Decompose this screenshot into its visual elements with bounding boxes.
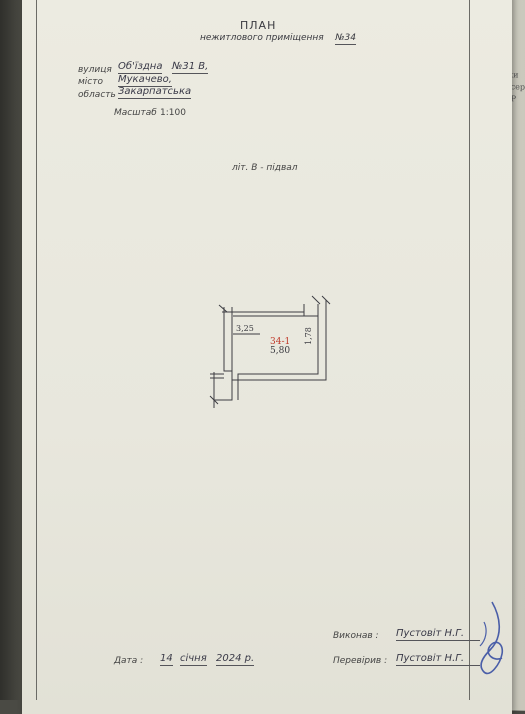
executed-name: Пустовіт Н.Г.: [396, 628, 481, 641]
scale-value: 1:100: [160, 108, 186, 118]
date-label: Дата :: [114, 656, 144, 666]
date-day: 14: [160, 653, 173, 666]
plan-wall: [237, 304, 319, 400]
room-area: 5,80: [270, 346, 291, 356]
checked-label: Перевірив :: [333, 656, 388, 666]
plan-wall: [232, 300, 327, 381]
plan-wall: [214, 307, 233, 401]
subtitle-text: нежитлового приміщення: [200, 33, 324, 43]
premises-number: №34: [335, 33, 356, 45]
document-frame: [36, 0, 470, 700]
date-year: 2024 р.: [216, 653, 255, 666]
document-sheet: [22, 0, 512, 714]
region-label: область: [78, 90, 116, 100]
city-label: місто: [78, 77, 103, 87]
room-id: 34-1: [270, 337, 291, 347]
document-subtitle: нежитлового приміщення №34: [200, 33, 356, 45]
executed-label: Виконав :: [333, 631, 379, 641]
checked-name: Пустовіт Н.Г.: [396, 653, 481, 666]
region-value: Закарпатська: [118, 86, 192, 99]
plan-tick: [209, 395, 219, 405]
city-value: Мукачево,: [118, 74, 172, 87]
street-value: Об'їздна: [118, 61, 163, 74]
plan-tick: [218, 304, 228, 313]
scale-label: Масштаб: [114, 108, 157, 118]
plan-tick: [311, 295, 321, 305]
dimension-width: 3,25: [236, 324, 254, 333]
document-title: ПЛАН: [240, 19, 277, 32]
signature-mark: [479, 601, 504, 675]
date-month: січня: [180, 653, 207, 666]
drawing-caption: літ. В - підвал: [232, 163, 298, 173]
plan-tick: [321, 295, 331, 305]
house-number: №31 В,: [172, 61, 209, 74]
dimension-height: 1,78: [304, 327, 313, 345]
street-label: вулиця: [78, 65, 112, 75]
